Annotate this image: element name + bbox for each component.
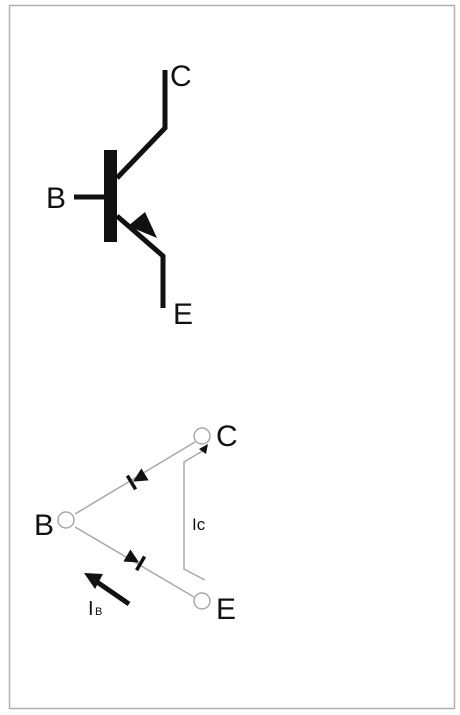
base-bar (104, 150, 117, 242)
base-current-arrow-icon (84, 573, 103, 589)
base-collector-diode-icon (125, 468, 149, 491)
base-current-arrow-shaft (95, 579, 131, 607)
collector-current-arrow-icon (199, 444, 208, 454)
emitter-terminal (193, 592, 211, 610)
collector-current-label: Ic (192, 515, 206, 534)
collector-terminal (193, 427, 211, 445)
base-current-subscript: B (95, 606, 102, 618)
model-collector-label: C (216, 420, 238, 453)
model-emitter-label: E (216, 593, 236, 626)
emitter-arrow-icon (128, 212, 157, 238)
base-current-label: I (88, 598, 94, 620)
symbol-base-label: B (46, 182, 66, 215)
emitter-lead (115, 214, 166, 308)
symbol-emitter-label: E (173, 298, 193, 331)
model-base-label: B (34, 509, 54, 542)
base-emitter-diode-icon (123, 549, 147, 572)
npn-transistor-symbol: C B E (46, 60, 193, 331)
collector-lead (115, 70, 168, 180)
two-diode-model: C B E Ic I B (34, 420, 238, 626)
diagram-frame (8, 4, 456, 710)
base-collector-wire (74, 441, 196, 515)
collector-current-path (183, 449, 206, 581)
symbol-collector-label: C (170, 60, 192, 93)
base-terminal (57, 511, 75, 529)
